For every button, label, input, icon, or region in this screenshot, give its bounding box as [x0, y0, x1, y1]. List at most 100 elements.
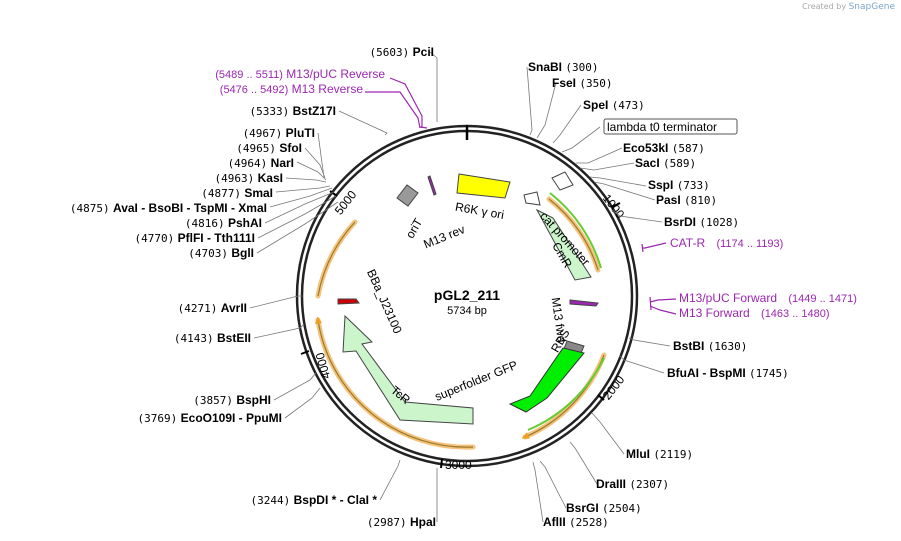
plasmid-length: 5734 bp [447, 305, 487, 317]
svg-text:Eco53kI (587): Eco53kI (587) [623, 141, 705, 155]
site-pos-bgli: (4703) [188, 247, 228, 260]
tick-label-3000: 3000 [445, 458, 472, 472]
primer-range-cat-r: (1174 .. 1193) [716, 238, 783, 250]
site-name-pasi: PasI [656, 193, 681, 207]
site-pos-pcii: (5603) [370, 46, 410, 59]
svg-text:M13 Forward (1463 .. 1480): M13 Forward (1463 .. 1480) [679, 306, 830, 320]
site-pos-spei: (473) [612, 99, 645, 112]
leader-lines-left [249, 51, 438, 522]
site-name-sfoi: SfoI [279, 141, 302, 155]
site-name-bstbi: BstBI [673, 339, 704, 353]
svg-text:(4816) PshAI: (4816) PshAI [185, 216, 262, 230]
label-lambda-terminator: lambda t0 terminator [607, 120, 717, 134]
svg-text:(5333) BstZ17I: (5333) BstZ17I [250, 104, 336, 118]
primer-name-m13-puc-forward: M13/pUC Forward [679, 291, 777, 305]
m13-rev-shape [427, 175, 437, 196]
superfolder-gfp-arrow [508, 347, 585, 413]
tick-2000 [597, 394, 605, 401]
svg-text:SspI (733): SspI (733) [648, 178, 710, 192]
primer-range-m13-forward: (1463 .. 1480) [761, 308, 830, 320]
plasmid-name: pGL2_211 [434, 287, 500, 303]
svg-text:BstBI (1630): BstBI (1630) [673, 339, 747, 353]
site-name-bsteii: BstEII [217, 331, 251, 345]
label-m13-fwd: M13 fwd [549, 296, 569, 343]
site-name-pluti: PluTI [286, 126, 315, 140]
site-pos-ecoo109i: (3769) [138, 412, 178, 425]
site-pos-pasi: (810) [684, 194, 717, 207]
site-name-bfuai: BfuAI - BspMI [667, 366, 746, 380]
site-name-avai: AvaI - BsoBI - TspMI - XmaI [113, 201, 267, 215]
label-orit: oriT [403, 215, 426, 240]
site-pos-bsteii: (4143) [174, 332, 214, 345]
site-name-hpai: HpaI [410, 515, 436, 529]
svg-text:(4875) AvaI - BsoBI - TspMI: (4875) AvaI - BsoBI - TspMI - XmaI [70, 201, 267, 215]
green-arcs [527, 192, 605, 431]
svg-text:(5489 .. 5511) M13/pUC Revers: (5489 .. 5511) M13/pUC Reverse [215, 67, 385, 81]
site-pos-mlui: (2119) [653, 448, 693, 461]
leader-lines-right [526, 66, 671, 523]
site-pos-pflfi: (4770) [135, 232, 175, 245]
site-name-ecoo109i: EcoO109I - PpuMI [181, 411, 282, 425]
svg-text:(4964) NarI: (4964) NarI [228, 156, 294, 170]
site-pos-sspi: (733) [677, 179, 710, 192]
primer-marks [365, 77, 677, 315]
svg-text:MluI (2119): MluI (2119) [626, 447, 693, 461]
site-pos-bsrdi: (1028) [699, 216, 739, 229]
primer-range-m13-reverse: (5476 .. 5492) [220, 84, 289, 96]
site-name-draiii: DraIII [596, 477, 626, 491]
svg-text:DraIII (2307): DraIII (2307) [596, 477, 669, 491]
site-name-pcii: PciI [413, 45, 434, 59]
site-name-bsrgi: BsrGI [566, 501, 599, 515]
lambda-terminator-shape [551, 171, 574, 191]
label-bba-j23100: BBa_J23100 [364, 267, 405, 336]
svg-text:(3244) BspDI * - ClaI *: (3244) BspDI * - ClaI * [251, 493, 378, 507]
svg-text:AflII (2528): AflII (2528) [543, 515, 609, 529]
site-name-fsei: FseI [552, 76, 576, 90]
tick-5000 [329, 190, 338, 197]
svg-text:BsrDI (1028): BsrDI (1028) [664, 215, 739, 229]
r6k-ori-box [456, 173, 511, 199]
site-pos-kasi: (4963) [215, 172, 255, 185]
site-pos-eco53ki: (587) [672, 142, 705, 155]
label-r6k-ori: R6K γ ori [454, 200, 505, 222]
svg-text:(5476 .. 5492) M13 Reverse: (5476 .. 5492) M13 Reverse [220, 82, 364, 96]
orf-arc-5000 [315, 219, 358, 299]
cmr-arrow [535, 208, 592, 281]
svg-text:(4877) SmaI: (4877) SmaI [201, 186, 273, 200]
site-name-pflfi: PflFI - Tth111I [178, 231, 255, 245]
svg-text:SacI (589): SacI (589) [635, 156, 696, 170]
tick-marks [300, 190, 621, 469]
svg-text:(4967) PluTI: (4967) PluTI [243, 126, 315, 140]
site-name-saci: SacI [635, 156, 660, 170]
tick-1000 [611, 202, 621, 208]
site-pos-aflii: (2528) [569, 516, 609, 529]
m13-fwd-shape [569, 299, 599, 307]
site-pos-pluti: (4967) [243, 127, 283, 140]
site-name-bsphi: BspHI [236, 393, 271, 407]
svg-text:SnaBI (300): SnaBI (300) [528, 60, 598, 74]
cat-promoter-shape [523, 191, 541, 206]
site-pos-snabi: (300) [565, 61, 598, 74]
primer-range-m13-puc-reverse: (5489 .. 5511) [215, 69, 283, 81]
site-pos-bsrgi: (2504) [602, 502, 642, 515]
site-name-nari: NarI [271, 156, 294, 170]
site-pos-hpai: (2987) [367, 516, 407, 529]
tick-4000 [300, 350, 310, 355]
label-m13-rev: M13 rev [421, 222, 466, 251]
site-pos-bstz17i: (5333) [250, 105, 290, 118]
tick-label-2000: 2000 [600, 373, 628, 403]
site-pos-bfuai: (1745) [749, 367, 789, 380]
orit-shape [396, 184, 419, 207]
label-superfolder-gfp: superfolder GFP [433, 358, 520, 404]
svg-text:(3769) EcoO109I - PpuMI: (3769) EcoO109I - PpuMI [138, 411, 282, 425]
site-name-bstz17i: BstZ17I [293, 104, 336, 118]
site-pos-bstbi: (1630) [708, 340, 748, 353]
lambda-label-box [603, 118, 738, 135]
site-pos-smai: (4877) [201, 187, 241, 200]
site-pos-fsei: (350) [579, 77, 612, 90]
site-pos-pshai: (4816) [185, 217, 225, 230]
site-name-sspi: SspI [648, 178, 673, 192]
site-name-eco53ki: Eco53kI [623, 141, 668, 155]
site-name-kasi: KasI [258, 171, 283, 185]
